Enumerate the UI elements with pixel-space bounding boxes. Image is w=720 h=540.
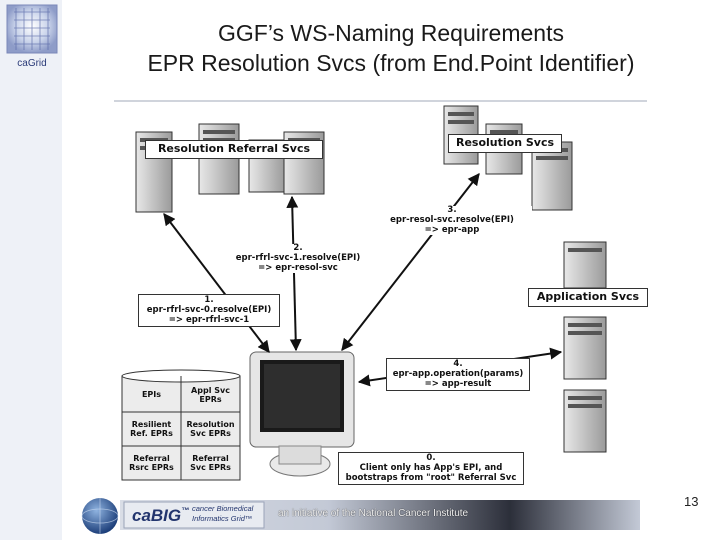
step-4-label: 4. epr-app.operation(params) => app-resu… [386,358,530,392]
initiative-text: an initiative of the National Cancer Ins… [278,508,469,519]
title-line-1: GGF’s WS-Naming Requirements [218,20,564,46]
sidebar-band: caGrid [0,0,62,540]
db-cell-resolution-svc: Resolution Svc EPRs [186,420,235,439]
db-cell-epis: EPIs [141,390,162,399]
step-0-label: 0. Client only has App's EPI, and bootst… [338,452,524,486]
step-1-label: 1. epr-rfrl-svc-0.resolve(EPI) => epr-rf… [138,294,280,328]
db-cell-resilient: Resilient Ref. EPRs [130,420,173,439]
application-server-stack [563,241,607,453]
db-cell-referral-rsrc: Referral Rsrc EPRs [129,454,174,473]
globe-icon [81,498,119,534]
resolution-diagram: Resolution Referral Svcs Resolution Svcs… [114,102,648,486]
resolution-referral-svcs-label: Resolution Referral Svcs [145,140,323,159]
cabig-tagline: cancer Biomedical Informatics Grid™ [192,504,254,523]
cagrid-logo: caGrid [6,4,58,69]
step-3-label: 3. epr-resol-svc.resolve(EPI) => epr-app [372,205,532,236]
cabig-brand: caBIG™ [132,506,190,525]
referral-server-cluster [135,123,325,213]
resolution-svcs-label: Resolution Svcs [448,134,562,153]
arrow-step-1 [163,213,270,353]
title-underline [114,100,647,102]
client-computer [249,351,355,477]
epr-database-stack [121,369,241,481]
arrow-step-3 [341,173,480,351]
arrow-step-2 [286,195,302,352]
logo-text: caGrid [17,58,46,69]
db-cell-referral-svc: Referral Svc EPRs [190,454,231,473]
title-line-2: EPR Resolution Svcs (from End.Point Iden… [147,50,635,76]
slide-title: GGF’s WS-Naming Requirements EPR Resolut… [62,18,720,78]
page-number: 13 [684,494,699,509]
db-cell-app-svc-eprs: Appl Svc EPRs [191,386,230,405]
step-2-label: 2. epr-rfrl-svc-1.resolve(EPI) => epr-re… [228,243,368,274]
footer-banner: caBIG™ cancer Biomedical Informatics Gri… [80,492,640,540]
application-svcs-label: Application Svcs [528,288,648,307]
